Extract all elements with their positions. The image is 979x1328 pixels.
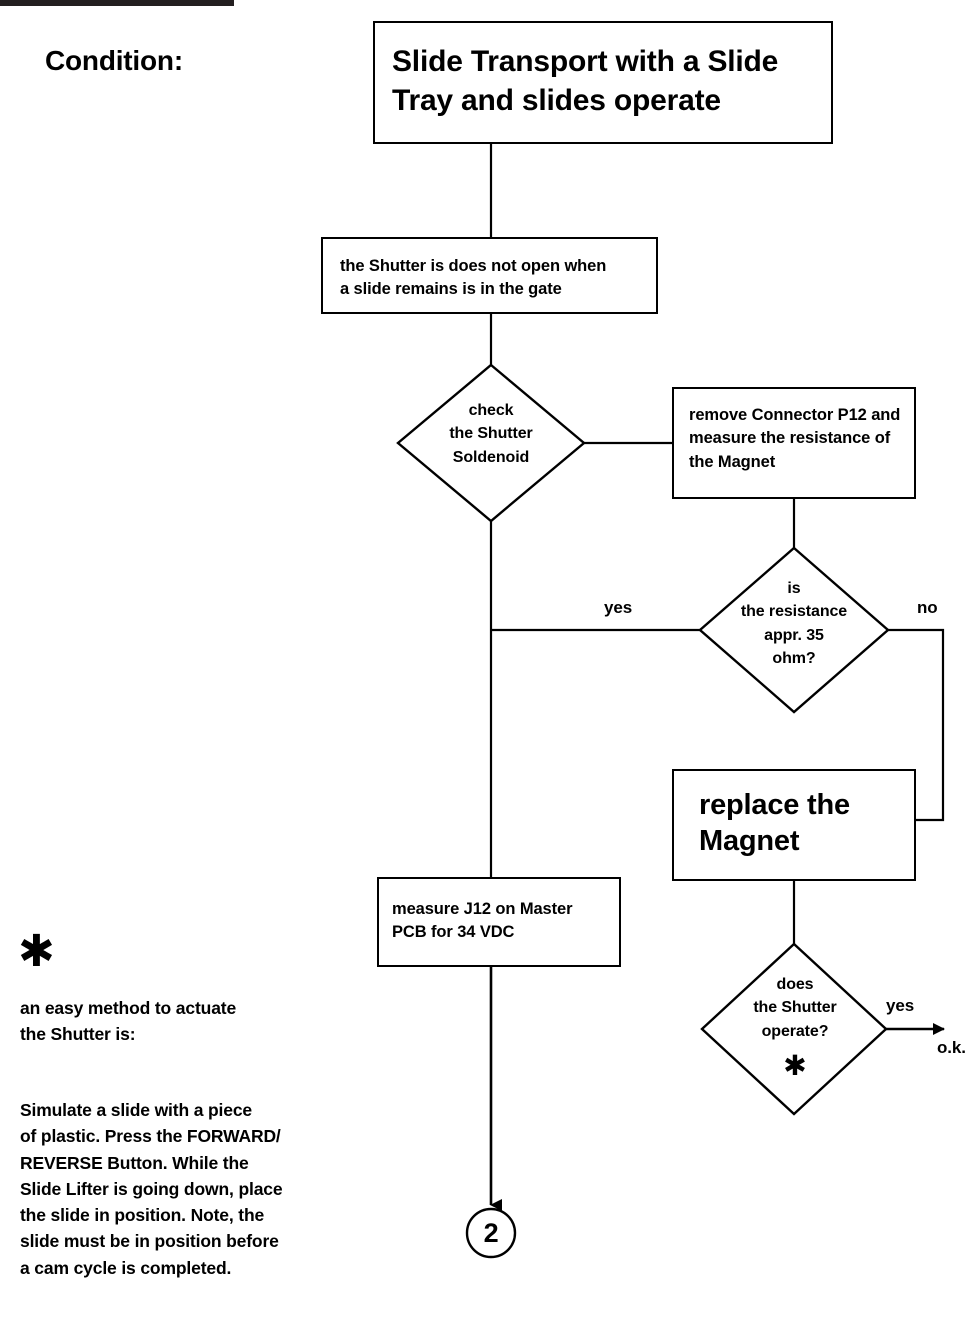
node-box-replace-magnet (671, 768, 917, 882)
edge-resistance-no (888, 628, 945, 822)
node-box-measure-j12 (376, 876, 622, 968)
node-diamond-check-solenoid (396, 363, 586, 523)
node-box-title (372, 20, 834, 145)
page-top-rule (0, 0, 234, 6)
node-box-remove-connector (671, 386, 917, 500)
node-diamond-resistance (698, 546, 890, 714)
node-box-symptom (320, 236, 659, 315)
node-diamond-shutter-operate (700, 942, 888, 1116)
node-connector-2 (465, 1207, 517, 1259)
